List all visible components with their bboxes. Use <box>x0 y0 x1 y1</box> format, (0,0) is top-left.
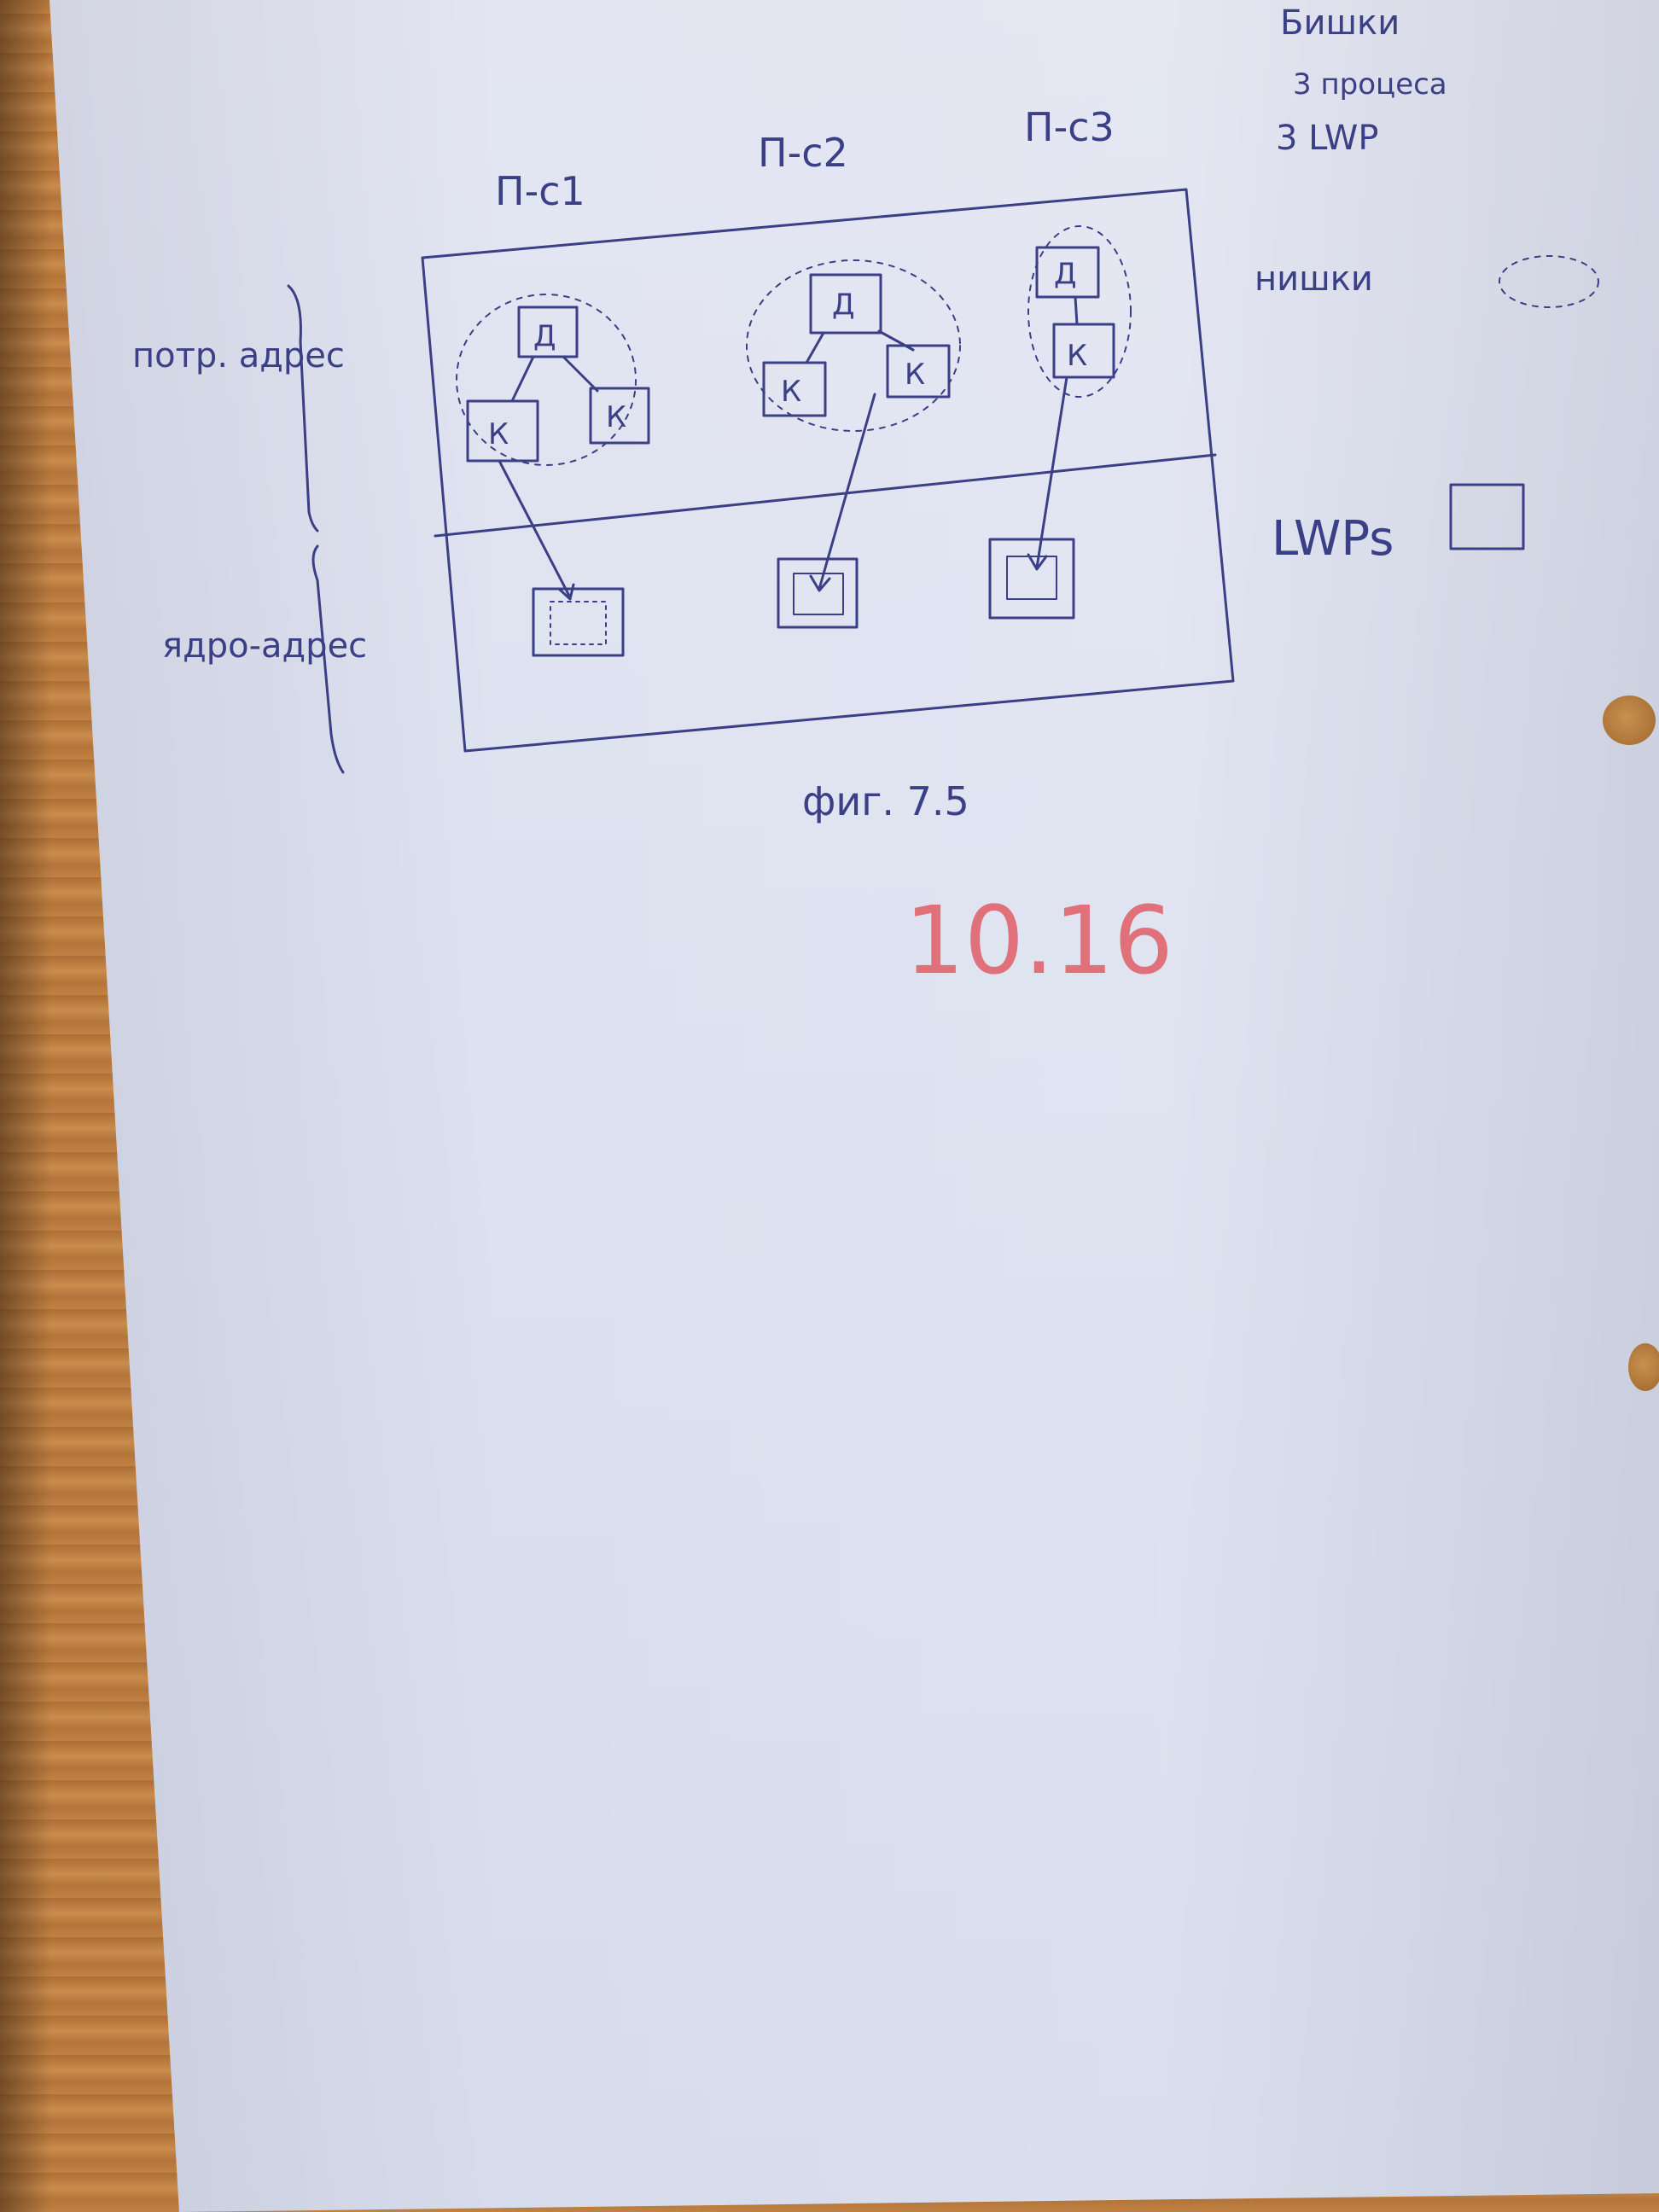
thread-group-ellipse <box>746 259 961 432</box>
space-divider <box>434 453 1217 538</box>
mapping-arrow <box>809 393 876 592</box>
thread-box <box>1052 323 1115 379</box>
legend-threads-label: Бишки <box>1280 3 1400 43</box>
legend-threads-note: 3 процеса <box>1293 67 1447 102</box>
legend-threads-symbol-label: нишки <box>1254 259 1373 299</box>
legend-lwp-note: 3 LWP <box>1276 119 1378 158</box>
process-label-2: П-с2 <box>758 130 848 176</box>
process-label-1: П-с1 <box>495 168 585 214</box>
user-space-brace <box>287 284 319 533</box>
thread-label: К <box>488 417 509 451</box>
thread-box <box>1035 246 1100 299</box>
mapping-arrow <box>1027 375 1068 571</box>
punch-hole-upper <box>1603 696 1656 745</box>
punch-hole-lower <box>1628 1343 1659 1391</box>
lwp-box <box>532 587 625 657</box>
thread-label: К <box>781 375 801 409</box>
kernel-space-label-text: ядро-адрес <box>162 626 367 666</box>
thread-label: Д <box>832 288 855 322</box>
thread-box <box>809 273 882 335</box>
process-label-3: П-с3 <box>1024 104 1115 150</box>
thread-box <box>466 399 539 463</box>
user-space-label-text: потр. адрес <box>132 336 345 375</box>
thread-label: К <box>1067 339 1087 373</box>
kernel-space-brace <box>311 544 345 774</box>
thread-group-ellipse <box>1027 225 1132 398</box>
thread-label: К <box>606 400 626 434</box>
thread-label: К <box>905 358 925 392</box>
thread-label: Д <box>1054 257 1077 291</box>
figure-caption: фиг. 7.5 <box>802 778 969 824</box>
thread-group-ellipse <box>456 294 637 466</box>
thread-label: Д <box>533 319 556 353</box>
thread-box <box>517 306 579 358</box>
lwp-box <box>988 538 1075 620</box>
user-space-label: потр. адрес <box>132 336 345 375</box>
mapping-arrow <box>498 459 575 601</box>
red-page-mark: 10.16 <box>905 886 1173 995</box>
diagram-frame <box>421 188 1235 753</box>
thread-box <box>589 387 650 445</box>
thread-box <box>762 361 827 417</box>
thread-box <box>886 344 951 399</box>
legend-thread-ellipse <box>1499 255 1599 308</box>
legend-lwp-symbol-label: LWPs <box>1272 511 1394 567</box>
legend-lwp-box <box>1449 483 1525 550</box>
lwp-box <box>777 557 859 629</box>
kernel-space-label: ядро-адрес <box>162 626 367 666</box>
